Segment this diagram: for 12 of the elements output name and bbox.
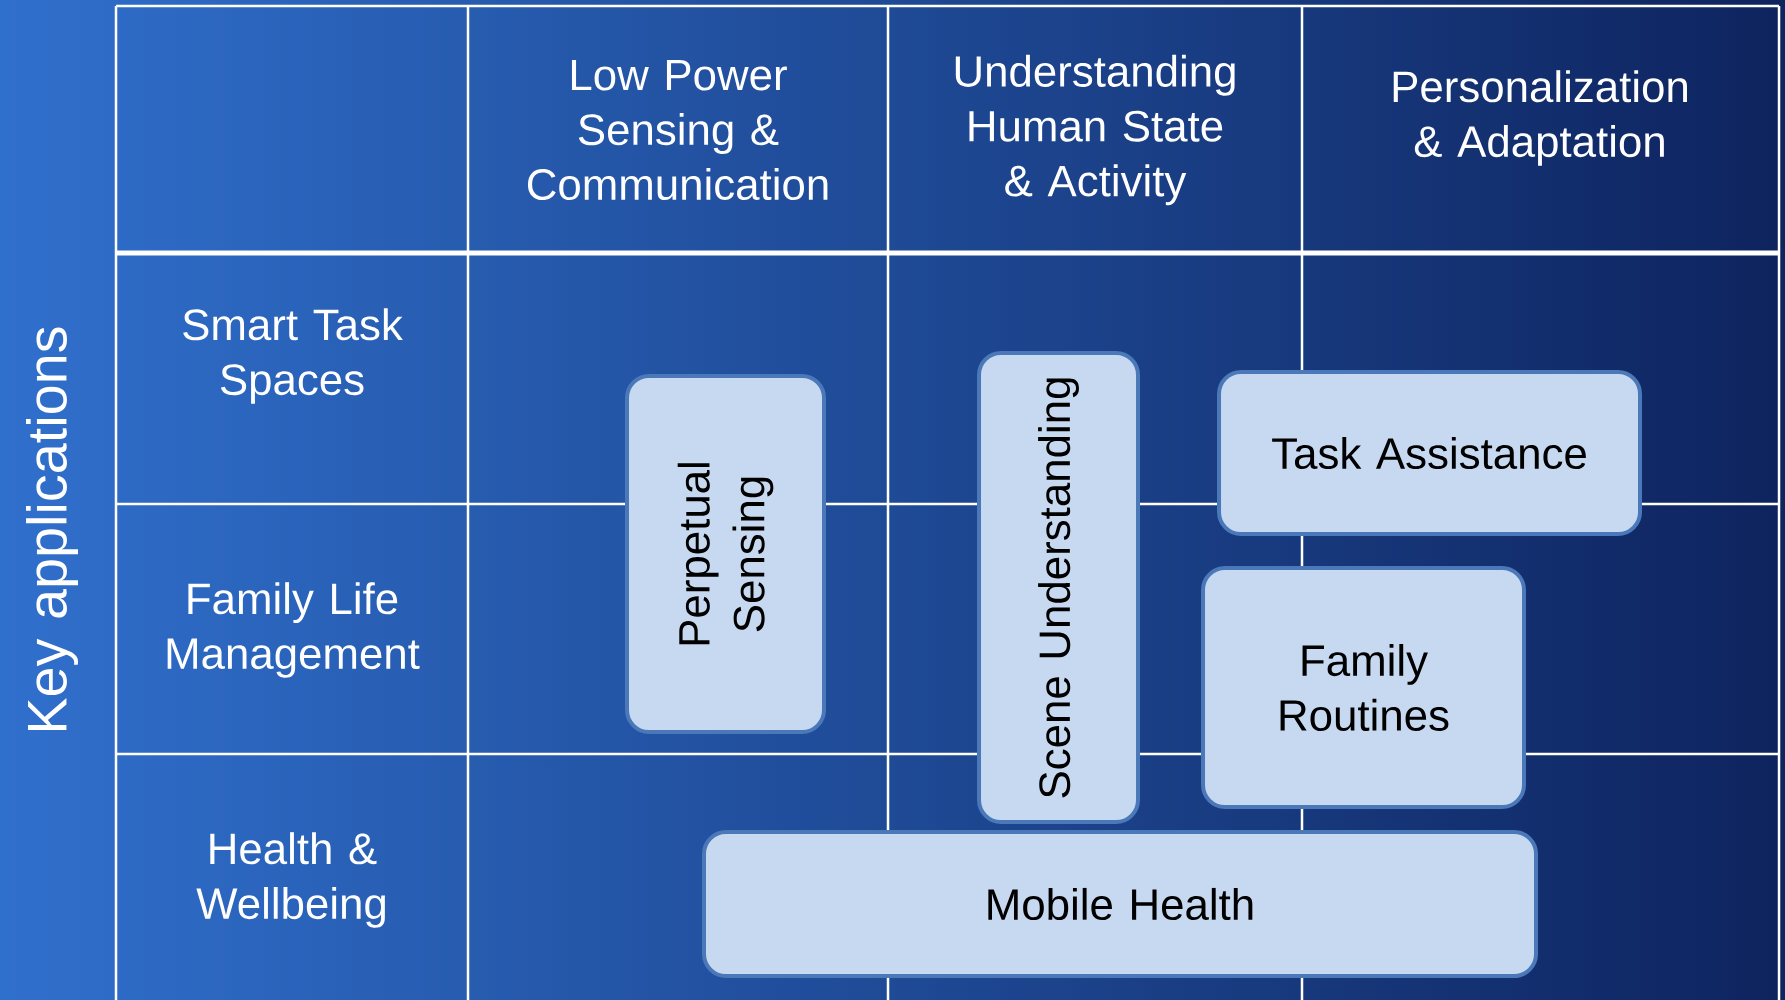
rounded-box: Perpetual Sensing bbox=[625, 374, 826, 734]
row-header: Smart Task Spaces bbox=[183, 308, 403, 404]
row-header: Family Life Management bbox=[167, 582, 420, 678]
rounded-box: Scene Understanding bbox=[977, 351, 1140, 824]
row-header: Health & Wellbeing bbox=[196, 832, 385, 928]
rounded-box: Mobile Health bbox=[702, 830, 1538, 978]
axis-title: Key applications bbox=[26, 327, 78, 731]
rounded-box: Task Assistance bbox=[1217, 370, 1642, 536]
column-header: Personalization & Adaptation bbox=[1393, 70, 1687, 166]
column-header: Low Power Sensing & Communication bbox=[527, 59, 828, 201]
rounded-box: Family Routines bbox=[1201, 566, 1526, 809]
column-header: Understanding Human State & Activity bbox=[955, 54, 1235, 206]
